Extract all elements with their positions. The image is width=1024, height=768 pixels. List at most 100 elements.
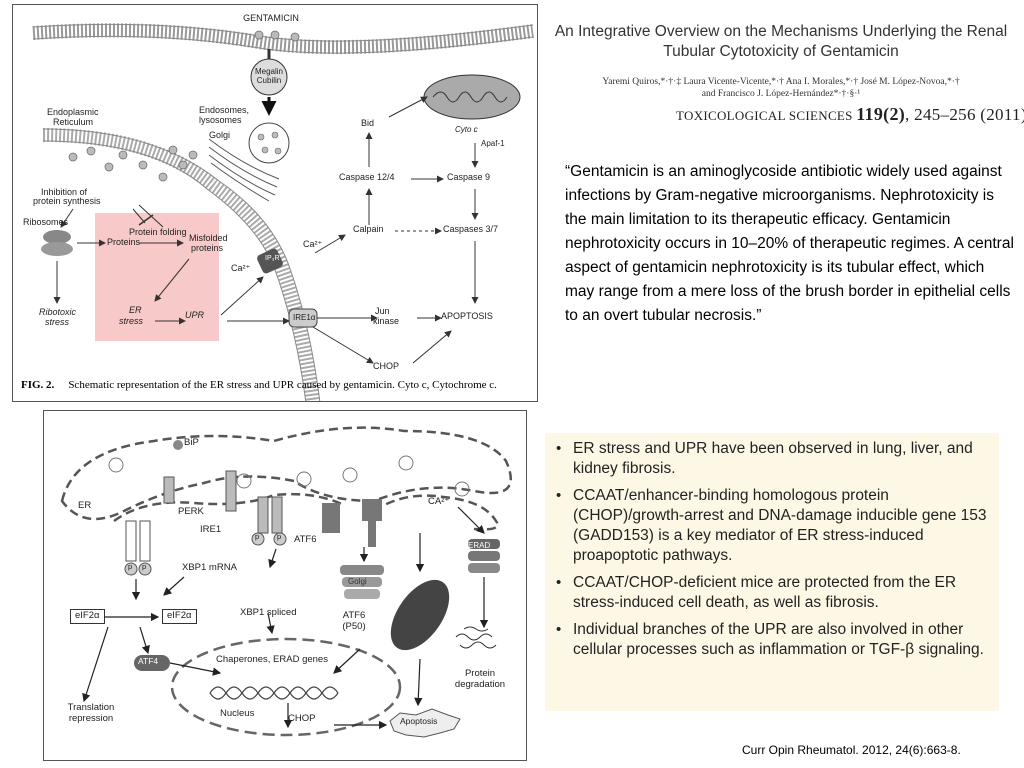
xbp1-spliced-label: XBP1 spliced (240, 607, 297, 618)
caspases37-label: Caspases 3/7 (443, 224, 499, 234)
bip-dot (173, 440, 183, 450)
key-findings-panel: ER stress and UPR have been observed in … (545, 433, 999, 711)
er-label-line1: Endoplasmic (47, 107, 99, 117)
apaf1-label: Apaf-1 (481, 139, 505, 148)
ip3r-channel (257, 248, 283, 274)
er-membrane (42, 128, 321, 401)
caption-text: Schematic representation of the ER stres… (68, 379, 497, 391)
ca2-right-label: Ca²⁺ (303, 239, 323, 249)
protein-degradation-line2: degradation (454, 679, 506, 690)
journal-pages-year: , 245–256 (2011) (905, 105, 1024, 124)
journal-reference: TOXICOLOGICAL SCIENCES 119(2), 245–256 (… (676, 104, 1024, 125)
upr-label: UPR (185, 310, 205, 320)
inhibition-label-line1: Inhibition of (41, 187, 88, 197)
er-label: ER (78, 500, 92, 511)
phospho-label-ire1-1: p (255, 532, 260, 541)
plasma-membrane (32, 23, 534, 55)
eif2a-right-box: eIF2α (162, 609, 197, 624)
erad-label: ERAD (468, 541, 491, 550)
citation: Curr Opin Rheumatol. 2012, 24(6):663-8. (742, 743, 961, 757)
atf6-p50-label-line1: ATF6 (342, 610, 366, 621)
caption-label: FIG. 2. (21, 379, 55, 391)
ire1a-label: IRE1α (293, 313, 316, 322)
gentamicin-quote: “Gentamicin is an aminoglycoside antibio… (565, 163, 1014, 324)
atf6-label: ATF6 (294, 534, 317, 545)
nucleus-envelope (170, 637, 402, 737)
phospho-label-perk-1: p (128, 562, 133, 571)
ribotoxic-label-line1: Ribotoxic (39, 307, 77, 317)
inhibition-label-line2: protein synthesis (33, 196, 101, 206)
paper-title-line1: An Integrative Overview on the Mechanism… (554, 23, 1008, 40)
chop-label: CHOP (373, 361, 400, 371)
gentamicin-dots-er (68, 145, 198, 182)
perk-label: PERK (178, 506, 204, 517)
chaperones-label: Chaperones, ERAD genes (216, 654, 328, 665)
jun-label-line1: Jun (375, 306, 390, 316)
cyto-c-label: Cyto c (455, 125, 478, 134)
paper-authors: Yaremi Quiros,*·†·‡ Laura Vicente-Vicent… (545, 76, 1017, 101)
apoptosis-burst (389, 708, 461, 738)
proteins-label: Proteins (107, 237, 141, 247)
megalin-label: Megalin (254, 67, 283, 76)
megalin-cubilin-receptor (250, 49, 288, 116)
cubilin-label: Cubilin (256, 76, 282, 85)
finding-item: CCAAT/CHOP-deficient mice are protected … (555, 573, 987, 613)
finding-item: Individual branches of the UPR are also … (555, 620, 987, 660)
ribotoxic-label-line2: stress (45, 317, 70, 327)
nucleus-label: Nucleus (220, 708, 255, 719)
er-stress-label-line2: stress (119, 316, 144, 326)
bid-label: Bid (361, 118, 375, 128)
lysosomes-label: lysosomes (199, 115, 242, 125)
ip3r-label: IP₃R (265, 255, 280, 262)
gentamicin-label: GENTAMICIN (243, 13, 299, 23)
paper-title-line2: Tubular Cytotoxicity of Gentamicin (663, 43, 899, 61)
journal-name: TOXICOLOGICAL SCIENCES (676, 108, 853, 123)
misfolded-label-line2: proteins (191, 243, 224, 253)
ca2-label: CA²⁺ (428, 496, 450, 507)
dna-helix (209, 686, 339, 700)
atf4-pill (134, 655, 170, 671)
ire1-label: IRE1 (200, 524, 222, 535)
authors-line2: and Francisco J. López-Hernández*·†·§·¹ (701, 89, 861, 100)
phospho-label-ire1-2: p (277, 532, 282, 541)
finding-item: ER stress and UPR have been observed in … (555, 439, 987, 479)
ire1-receptor (225, 470, 287, 546)
mitochondrion-2 (390, 579, 450, 651)
phospho-label-perk-2: p (142, 562, 147, 571)
translation-label-line2: repression (68, 713, 114, 724)
endosomes-label: Endosomes, (199, 105, 250, 115)
upr-highlight-box (95, 213, 219, 341)
authors-line1: Yaremi Quiros,*·†·‡ Laura Vicente-Vicent… (602, 77, 960, 87)
calpain-label: Calpain (353, 224, 384, 234)
key-findings-list: ER stress and UPR have been observed in … (555, 439, 987, 660)
ca2-left-label: Ca²⁺ (231, 263, 251, 273)
figure1-drawing (32, 23, 534, 401)
figure-er-stress-upr: GENTAMICIN Megalin Cubilin Endosomes, ly… (12, 4, 538, 402)
atf4-label: ATF4 (138, 656, 159, 666)
translation-label-line1: Translation (67, 702, 115, 713)
er-stress-label-line1: ER (129, 305, 142, 315)
figure2-arrows (82, 506, 489, 730)
chop-label-2: CHOP (288, 713, 316, 724)
atf6-receptor (322, 499, 382, 547)
protein-folding-label: Protein folding (129, 227, 187, 237)
atf6-p50-label-line2: (P50) (342, 621, 366, 632)
figure1-caption: FIG. 2. Schematic representation of the E… (21, 379, 497, 391)
golgi-body (340, 565, 384, 599)
bip-label: BiP (184, 437, 199, 448)
erad-stack (468, 539, 500, 573)
misfolded-label-line1: Misfolded (189, 233, 228, 243)
mitochondrion (423, 74, 521, 120)
gentamicin-dots (254, 30, 300, 42)
finding-item: CCAAT/enhancer-binding homologous protei… (555, 486, 987, 566)
er-membrane-dashed (60, 426, 512, 531)
jun-label-line2: kinase (373, 316, 400, 326)
golgi-label: Golgi (209, 130, 231, 140)
apoptosis-label: APOPTOSIS (441, 311, 493, 321)
journal-volume: 119(2) (856, 104, 906, 124)
endosome (248, 122, 290, 164)
paper-title: An Integrative Overview on the Mechanism… (545, 22, 1017, 62)
figure-upr-pathways: BiP ER PERK IRE1 ATF6 CA²⁺ ERAD XBP1 mRN… (43, 410, 527, 761)
xbp1-mrna-label: XBP1 mRNA (182, 562, 237, 573)
degraded-protein-squiggles (455, 626, 497, 649)
